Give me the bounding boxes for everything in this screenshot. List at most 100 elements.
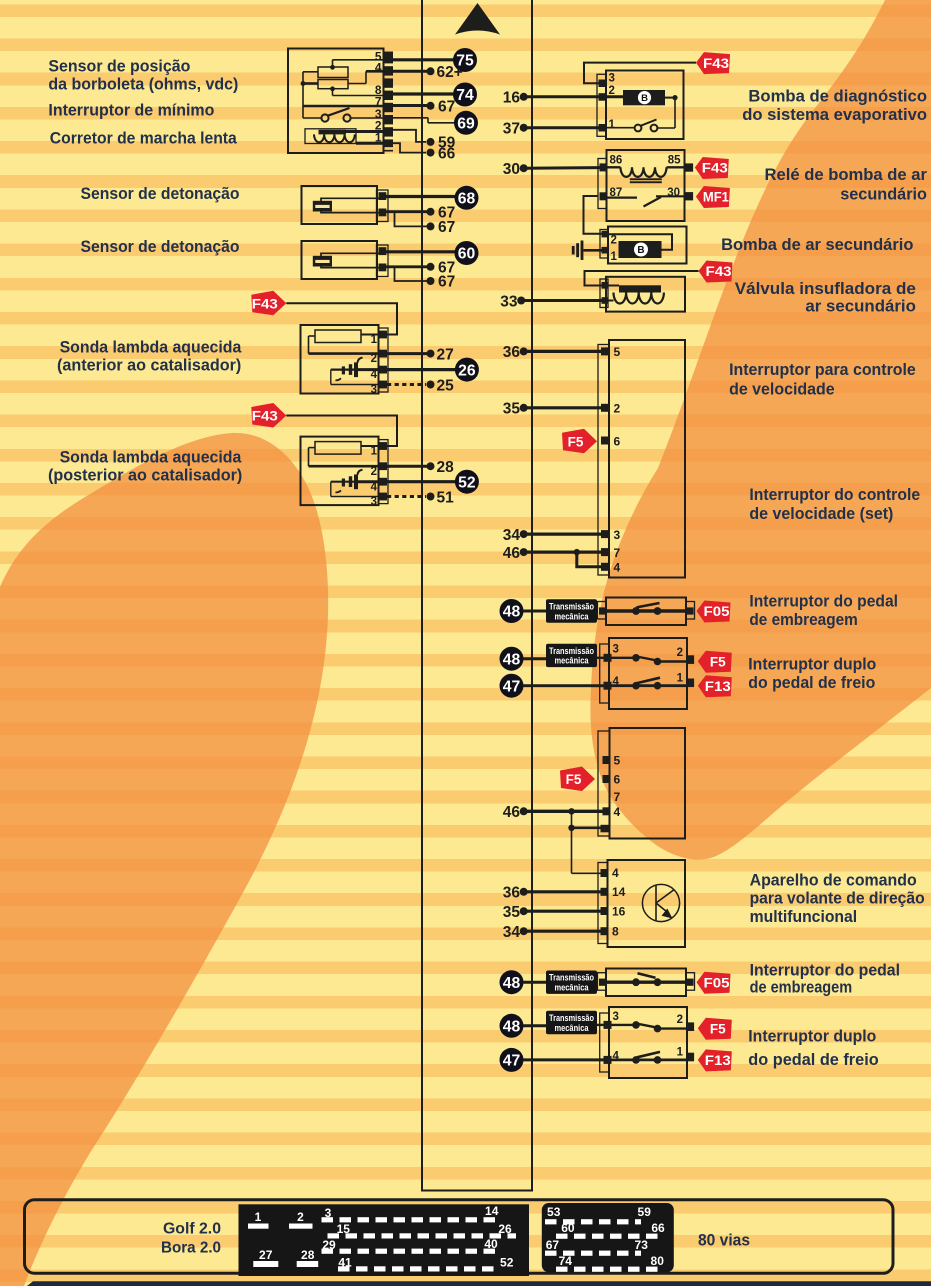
svg-text:Transmissão: Transmissão (549, 646, 594, 656)
svg-text:5: 5 (614, 754, 621, 768)
svg-text:F5: F5 (710, 1022, 726, 1037)
svg-text:66: 66 (651, 1221, 665, 1235)
svg-text:F43: F43 (703, 56, 730, 71)
svg-text:Bora 2.0: Bora 2.0 (161, 1240, 221, 1257)
svg-text:1: 1 (255, 1210, 262, 1224)
svg-text:Interruptor do pedal: Interruptor do pedal (749, 591, 898, 610)
svg-text:de velocidade (set): de velocidade (set) (749, 504, 893, 523)
svg-text:4: 4 (371, 481, 378, 493)
svg-text:34: 34 (503, 924, 521, 941)
svg-text:60: 60 (561, 1221, 575, 1235)
svg-text:Sonda lambda aquecida: Sonda lambda aquecida (60, 337, 242, 356)
svg-text:52: 52 (500, 1256, 514, 1270)
svg-text:36: 36 (503, 344, 521, 361)
svg-text:47: 47 (503, 1053, 521, 1070)
svg-text:4: 4 (375, 60, 382, 74)
svg-text:mecânica: mecânica (555, 611, 590, 621)
svg-text:F43: F43 (702, 161, 729, 176)
svg-text:86: 86 (610, 155, 623, 167)
svg-text:Bomba de ar secundário: Bomba de ar secundário (721, 235, 913, 254)
svg-text:52: 52 (458, 474, 476, 491)
svg-text:28: 28 (301, 1248, 315, 1262)
svg-text:mecânica: mecânica (555, 656, 590, 666)
svg-text:36: 36 (503, 885, 521, 902)
svg-text:2: 2 (609, 85, 615, 97)
svg-text:(anterior ao catalisador): (anterior ao catalisador) (57, 356, 241, 375)
svg-text:67: 67 (438, 98, 455, 115)
svg-text:4: 4 (371, 369, 378, 381)
svg-text:3: 3 (371, 384, 377, 396)
svg-text:da borboleta (ohms, vdc): da borboleta (ohms, vdc) (48, 75, 238, 94)
svg-text:Relé de bomba de ar: Relé de bomba de ar (765, 165, 928, 184)
svg-text:Corretor de marcha lenta: Corretor de marcha lenta (50, 129, 237, 148)
svg-text:8: 8 (612, 925, 619, 939)
svg-text:Interruptor do pedal: Interruptor do pedal (750, 961, 900, 980)
svg-text:37: 37 (503, 121, 520, 138)
svg-text:mecânica: mecânica (555, 983, 590, 993)
svg-text:2: 2 (611, 235, 617, 247)
svg-text:MF1: MF1 (703, 190, 729, 205)
svg-text:48: 48 (503, 604, 521, 621)
svg-text:35: 35 (503, 904, 521, 921)
svg-text:de velocidade: de velocidade (729, 380, 835, 399)
svg-text:Transmissão: Transmissão (549, 1013, 594, 1023)
svg-text:48: 48 (503, 975, 521, 992)
svg-text:8: 8 (375, 83, 382, 97)
svg-text:4: 4 (614, 561, 621, 575)
svg-text:67: 67 (438, 274, 455, 291)
svg-text:53: 53 (547, 1205, 561, 1219)
svg-text:Bomba de diagnóstico: Bomba de diagnóstico (748, 86, 927, 105)
svg-text:7: 7 (614, 790, 621, 804)
svg-text:60: 60 (458, 246, 476, 263)
svg-text:67: 67 (438, 204, 455, 221)
svg-text:6: 6 (614, 773, 621, 787)
svg-text:5: 5 (375, 49, 382, 63)
svg-text:2: 2 (371, 466, 377, 478)
svg-text:3: 3 (371, 496, 377, 508)
svg-text:46: 46 (503, 545, 521, 562)
svg-text:F05: F05 (704, 604, 731, 619)
svg-text:F05: F05 (704, 975, 731, 990)
svg-text:Interruptor para controle: Interruptor para controle (729, 360, 916, 379)
svg-text:4: 4 (612, 866, 619, 880)
svg-text:1: 1 (375, 131, 382, 145)
svg-text:28: 28 (437, 459, 455, 476)
svg-text:5: 5 (614, 345, 621, 359)
svg-text:F5: F5 (710, 654, 726, 669)
svg-text:33: 33 (500, 293, 518, 310)
svg-text:15: 15 (337, 1222, 351, 1236)
svg-text:7: 7 (614, 546, 621, 560)
svg-text:16: 16 (612, 904, 626, 918)
svg-text:85: 85 (668, 155, 681, 167)
svg-text:14: 14 (612, 885, 626, 899)
svg-text:1: 1 (677, 1047, 684, 1059)
svg-text:F13: F13 (705, 679, 732, 694)
svg-text:48: 48 (503, 651, 521, 668)
svg-text:3: 3 (614, 528, 621, 542)
svg-text:1: 1 (609, 119, 616, 131)
svg-text:3: 3 (325, 1206, 332, 1220)
svg-text:Transmissão: Transmissão (549, 602, 594, 612)
svg-text:68: 68 (458, 191, 476, 208)
svg-text:Sensor de detonação: Sensor de detonação (81, 237, 240, 256)
svg-text:de embreagem: de embreagem (749, 610, 857, 629)
svg-text:4: 4 (614, 805, 621, 819)
svg-text:(posterior ao catalisador): (posterior ao catalisador) (48, 466, 242, 485)
svg-text:16: 16 (503, 90, 521, 107)
svg-text:B: B (641, 93, 648, 104)
svg-text:1: 1 (371, 334, 378, 346)
svg-text:Sensor de posição: Sensor de posição (48, 57, 190, 76)
svg-text:6: 6 (614, 434, 621, 448)
svg-text:F43: F43 (252, 296, 279, 311)
svg-text:4: 4 (613, 1050, 620, 1062)
svg-text:Interruptor duplo: Interruptor duplo (748, 1027, 876, 1046)
svg-text:74: 74 (456, 87, 474, 104)
svg-text:7: 7 (375, 95, 382, 109)
svg-text:do sistema evaporativo: do sistema evaporativo (742, 105, 927, 124)
svg-text:Sonda lambda aquecida: Sonda lambda aquecida (60, 447, 242, 466)
svg-text:51: 51 (437, 489, 455, 506)
svg-text:Golf 2.0: Golf 2.0 (163, 1221, 221, 1238)
svg-text:1: 1 (677, 673, 684, 685)
svg-text:do pedal de freio: do pedal de freio (748, 673, 875, 692)
svg-text:27: 27 (437, 346, 454, 363)
